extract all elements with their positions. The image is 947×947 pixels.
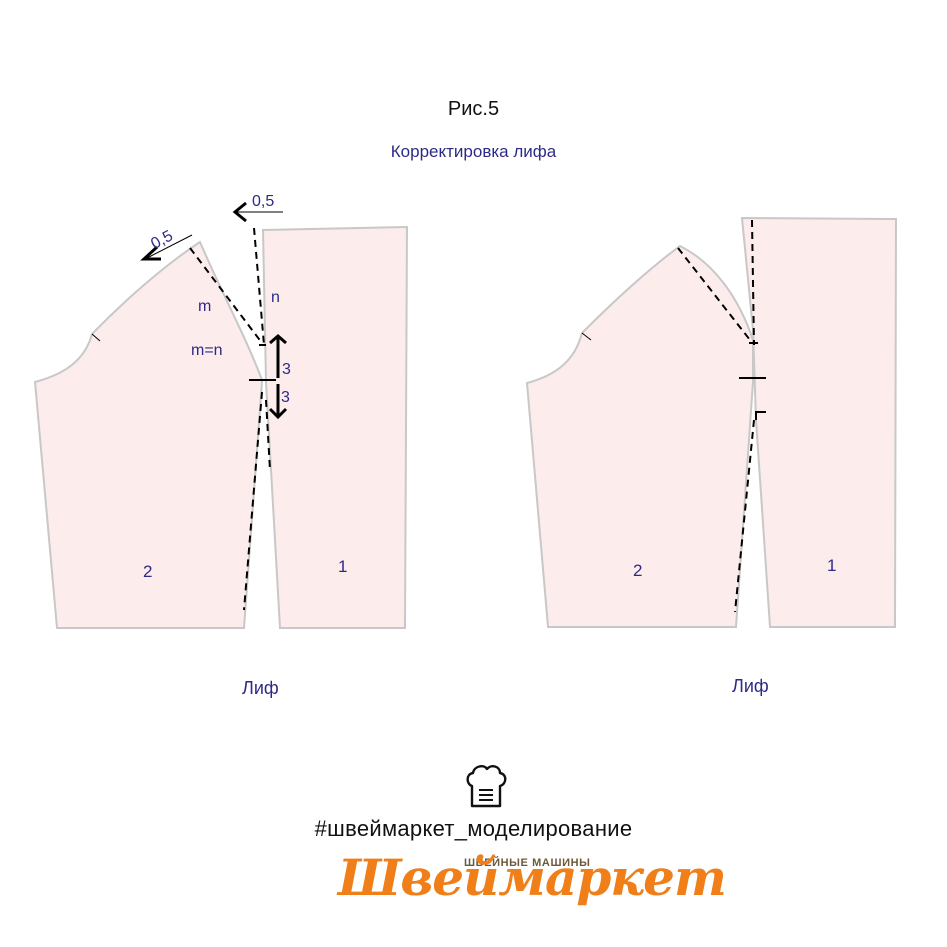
left-label-n: n [271,289,280,306]
left-notch-armhole [91,333,101,342]
right-diagram: 2 1 Лиф [525,216,898,696]
left-arrow-up [269,334,287,378]
left-label-offset-down: 3 [281,389,290,406]
right-piece-front [525,244,754,628]
hashtag: #швеймаркет_моделирование [314,816,633,841]
brand-logo: Швеймаркет [338,848,727,907]
left-arrow-front-line [146,234,193,259]
right-label-piece-2: 2 [633,561,642,580]
figure-title: Рис.5 [447,98,500,120]
left-arrow-down [268,384,288,420]
figure-subtitle: Корректировка лифа [390,142,557,161]
right-caption: Лиф [732,676,769,696]
left-label-offset-up: 3 [282,361,291,378]
left-caption: Лиф [242,678,279,698]
left-dash-shoulder-back [253,227,265,346]
right-dash-shoulder-back [751,219,755,346]
left-label-piece-2: 2 [143,562,152,581]
left-label-m-eq-n: m=n [191,342,223,359]
left-arrow-front-head [140,245,161,261]
bodice-diagram: 0,5 0,5 m n m=n 3 3 2 1 Лиф [33,193,898,698]
left-arrow-back-head [232,201,247,223]
right-notch-armhole [581,332,592,341]
left-label-shift-back: 0,5 [252,193,274,210]
left-dash-shoulder-front [189,247,263,344]
left-dash-side-front [243,391,263,611]
left-label-m: m [198,298,211,315]
left-label-shift-front: 0,5 [148,227,176,252]
right-label-piece-1: 1 [827,556,836,575]
chef-hat-icon [466,765,507,808]
left-label-piece-1: 1 [338,557,347,576]
right-dash-side-front [734,419,755,613]
left-piece-front [33,240,263,629]
left-piece-back [261,225,409,629]
brand-tagline: ШВЕЙНЫЕ МАШИНЫ [464,857,591,869]
right-piece-back [740,216,898,628]
right-dash-shoulder-front [677,247,751,341]
left-diagram: 0,5 0,5 m n m=n 3 3 2 1 Лиф [33,193,409,698]
right-notch-lower [755,411,766,420]
